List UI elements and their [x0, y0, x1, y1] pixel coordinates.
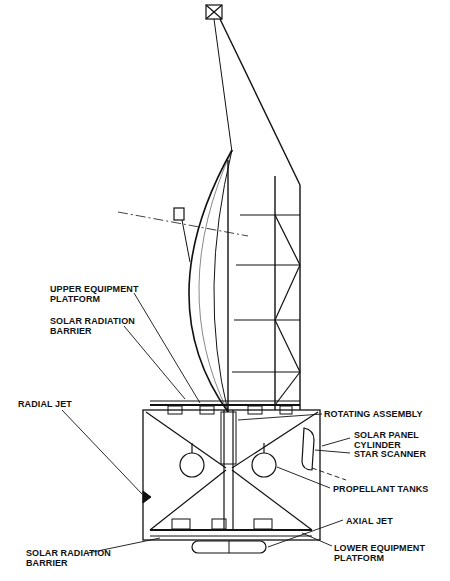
part-label: UPPER EQUIPMENT PLATFORM: [50, 284, 150, 304]
part-label: SOLAR RADIATION BARRIER: [26, 548, 121, 568]
axial-jet-joint: [229, 541, 230, 553]
mast: [227, 160, 228, 412]
feed-box-cross: [206, 5, 222, 19]
axial-jet: [192, 541, 266, 553]
antenna-dish: [189, 150, 232, 412]
star-scanner: [302, 428, 314, 470]
solar-panel-cylinder: [143, 410, 320, 540]
antenna-dish-rib: [199, 150, 232, 412]
central-shaft: [223, 410, 224, 530]
equipment-boxes: [168, 406, 292, 414]
part-label: ROTATING ASSEMBLY: [324, 409, 434, 419]
feed-arm: [182, 220, 190, 262]
part-label: SOLAR RADIATION BARRIER: [50, 316, 145, 336]
part-label: AXIAL JET: [346, 516, 436, 526]
radial-jet: [143, 491, 151, 503]
feed-box: [206, 5, 222, 19]
feed-horn: [174, 208, 184, 220]
radiation-barrier: [150, 536, 312, 537]
body-struts: [146, 412, 318, 530]
part-label: STAR SCANNER: [354, 449, 444, 459]
radiation-barrier: [150, 401, 300, 402]
truss-members: [232, 215, 300, 405]
feed-box-cross: [206, 5, 222, 19]
leader-lines: [62, 293, 350, 553]
feed-strut: [220, 19, 300, 185]
truss-rail: [274, 176, 275, 410]
truss-rail: [299, 185, 300, 410]
rotating-assembly: [221, 412, 236, 464]
part-label: RADIAL JET: [18, 399, 98, 409]
part-label: SOLAR PANEL CYLINDER: [354, 430, 424, 450]
central-shaft: [232, 410, 233, 530]
propellant-tanks: [180, 443, 276, 477]
part-label: LOWER EQUIPMENT PLATFORM: [334, 543, 434, 563]
equipment-boxes: [172, 519, 272, 529]
scanner-view-line: [312, 468, 346, 480]
antenna-dish-back: [214, 150, 232, 412]
part-label: PROPELLANT TANKS: [333, 484, 433, 494]
